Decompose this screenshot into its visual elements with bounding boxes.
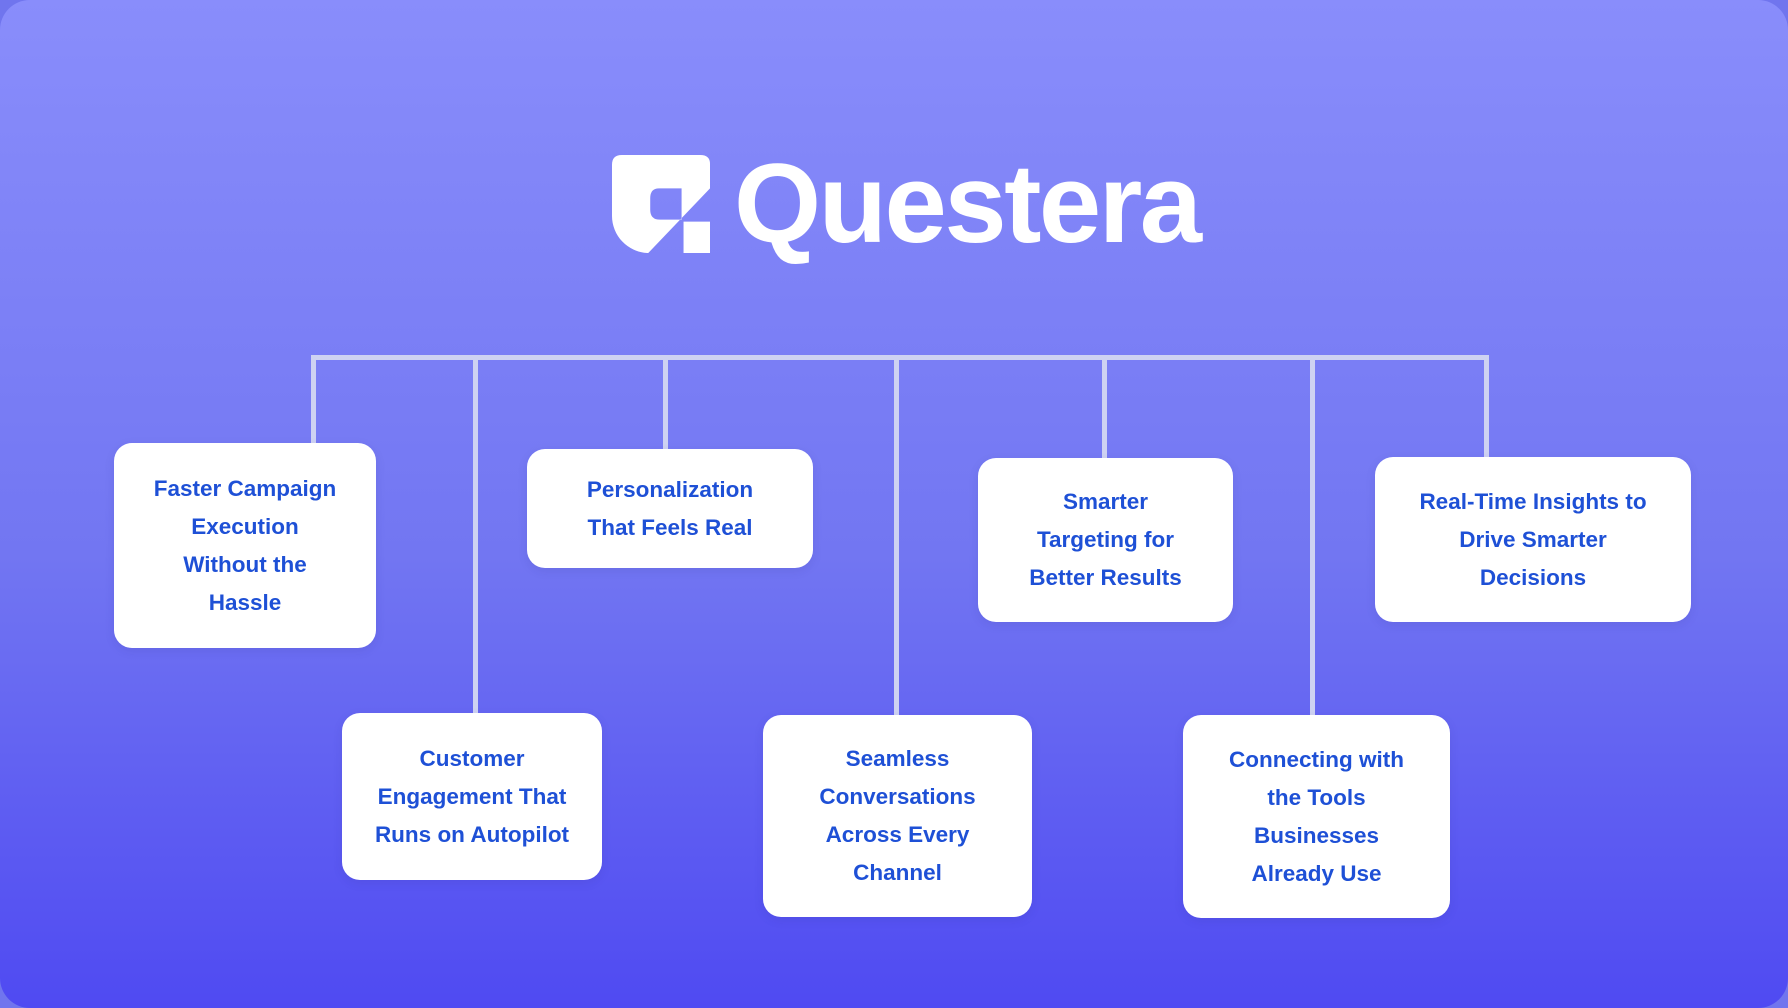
connector-drop-6 <box>1310 355 1315 715</box>
feature-node-personalization: Personalization That Feels Real <box>527 449 813 568</box>
feature-node-label: Connecting with the Tools Businesses Alr… <box>1229 746 1404 886</box>
connector-drop-3 <box>663 355 668 449</box>
feature-node-label: Customer Engagement That Runs on Autopil… <box>374 745 570 847</box>
brand-name: Questera <box>734 141 1202 266</box>
feature-node-label: Real-Time Insights to Drive Smarter Deci… <box>1419 488 1647 590</box>
connector-trunk-line <box>311 355 1489 360</box>
feature-node-label: Faster Campaign Execution Without the Ha… <box>153 475 337 615</box>
feature-node-label: Seamless Conversations Across Every Chan… <box>819 746 976 885</box>
feature-node-label: Personalization That Feels Real <box>586 476 754 540</box>
questera-mark-icon <box>612 155 710 253</box>
feature-node-seamless-conversations: Seamless Conversations Across Every Chan… <box>763 715 1032 917</box>
feature-node-faster-campaign-execution: Faster Campaign Execution Without the Ha… <box>114 443 376 648</box>
feature-node-customer-engagement: Customer Engagement That Runs on Autopil… <box>342 713 602 880</box>
feature-node-connecting-tools: Connecting with the Tools Businesses Alr… <box>1183 715 1450 918</box>
connector-drop-2 <box>473 355 478 713</box>
connector-drop-4 <box>894 355 899 715</box>
connector-drop-7 <box>1484 355 1489 457</box>
brand-logo: Questera <box>612 141 1202 266</box>
connector-drop-1 <box>311 355 316 443</box>
connector-drop-5 <box>1102 355 1107 458</box>
feature-node-real-time-insights: Real-Time Insights to Drive Smarter Deci… <box>1375 457 1691 622</box>
feature-node-label: Smarter Targeting for Better Results <box>1029 489 1182 590</box>
feature-node-smarter-targeting: Smarter Targeting for Better Results <box>978 458 1233 622</box>
